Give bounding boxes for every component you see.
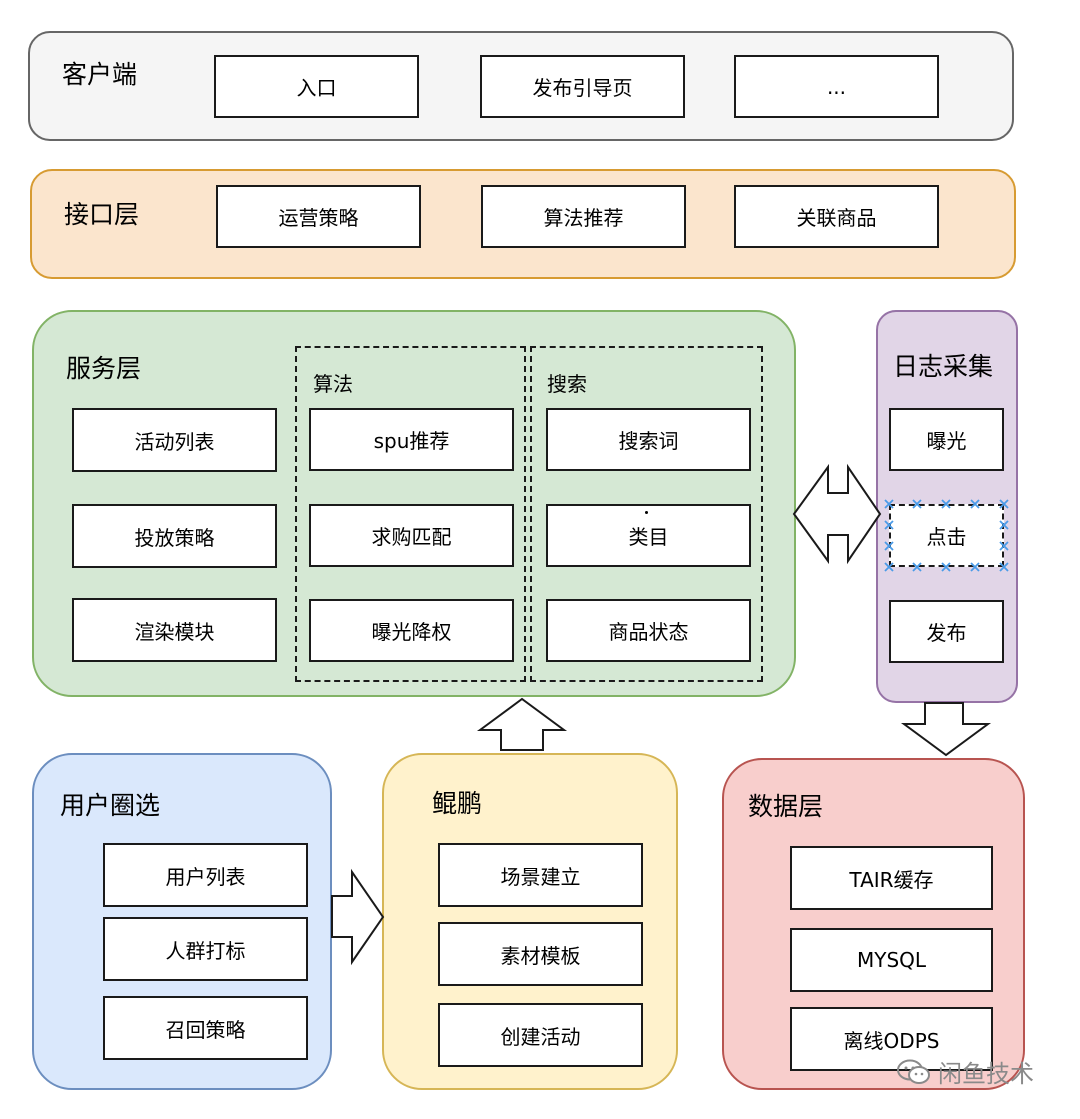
up-arrow-kunpeng-to-service	[476, 697, 568, 751]
user-selection-layer-title: 用户圈选	[60, 791, 161, 820]
log-collection-layer-title: 日志采集	[893, 352, 994, 381]
selection-handle[interactable]	[884, 541, 894, 551]
selection-markers	[884, 499, 1009, 572]
scene-setup-box[interactable]: 场景建立	[438, 843, 643, 907]
service-layer-title: 服务层	[66, 354, 142, 383]
algorithm-group-title: 算法	[313, 372, 353, 396]
data-layer-title: 数据层	[748, 792, 824, 821]
client-more-box[interactable]: ...	[734, 55, 939, 118]
selection-handle[interactable]	[970, 562, 980, 572]
algorithm-group: 算法	[295, 346, 526, 682]
selection-handle[interactable]	[970, 499, 980, 509]
search-keyword-box[interactable]: 搜索词	[546, 408, 751, 471]
log-publish-box[interactable]: 发布	[889, 600, 1004, 663]
service-delivery-strategy-box[interactable]: 投放策略	[72, 504, 277, 568]
selection-handle[interactable]	[999, 541, 1009, 551]
watermark: 闲鱼技术	[896, 1054, 1034, 1089]
algo-spu-recommend-box[interactable]: spu推荐	[309, 408, 514, 471]
watermark-text: 闲鱼技术	[938, 1060, 1034, 1088]
crowd-tagging-box[interactable]: 人群打标	[103, 917, 308, 981]
selection-handle[interactable]	[999, 562, 1009, 572]
search-group-title: 搜索	[547, 372, 587, 396]
service-activity-list-box[interactable]: 活动列表	[72, 408, 277, 472]
selection-handle[interactable]	[884, 520, 894, 530]
wechat-icon	[897, 1059, 930, 1084]
user-list-box[interactable]: 用户列表	[103, 843, 308, 907]
selection-handle[interactable]	[912, 562, 922, 572]
client-publish-guide-box[interactable]: 发布引导页	[480, 55, 685, 118]
search-category-box[interactable]: 类目	[546, 504, 751, 567]
bidirectional-arrow	[792, 463, 882, 565]
kunpeng-layer-title: 鲲鹏	[432, 789, 483, 818]
category-dot	[645, 511, 648, 514]
algo-wanted-match-box[interactable]: 求购匹配	[309, 504, 514, 567]
right-arrow-user-to-kunpeng	[331, 868, 385, 966]
selection-handle[interactable]	[884, 499, 894, 509]
log-exposure-box[interactable]: 曝光	[889, 408, 1004, 471]
mysql-box[interactable]: MYSQL	[790, 928, 993, 992]
client-layer-title: 客户端	[62, 60, 138, 89]
selection-handle[interactable]	[941, 562, 951, 572]
offline-odps-box[interactable]: 离线ODPS	[790, 1007, 993, 1071]
selection-handle[interactable]	[999, 499, 1009, 509]
interface-layer-title: 接口层	[64, 200, 140, 229]
search-product-status-box[interactable]: 商品状态	[546, 599, 751, 662]
down-arrow-log-to-data	[900, 702, 992, 757]
selection-handle[interactable]	[884, 562, 894, 572]
selection-handle[interactable]	[941, 499, 951, 509]
create-activity-box[interactable]: 创建活动	[438, 1003, 643, 1067]
interface-related-products-box[interactable]: 关联商品	[734, 185, 939, 248]
algo-exposure-downweight-box[interactable]: 曝光降权	[309, 599, 514, 662]
selection-handle[interactable]	[912, 499, 922, 509]
interface-ops-strategy-box[interactable]: 运营策略	[216, 185, 421, 248]
service-render-module-box[interactable]: 渲染模块	[72, 598, 277, 662]
recall-strategy-box[interactable]: 召回策略	[103, 996, 308, 1060]
search-group: 搜索	[530, 346, 763, 682]
client-entry-box[interactable]: 入口	[214, 55, 419, 118]
material-template-box[interactable]: 素材模板	[438, 922, 643, 986]
interface-algo-recommend-box[interactable]: 算法推荐	[481, 185, 686, 248]
tair-cache-box[interactable]: TAIR缓存	[790, 846, 993, 910]
selection-handle[interactable]	[999, 520, 1009, 530]
